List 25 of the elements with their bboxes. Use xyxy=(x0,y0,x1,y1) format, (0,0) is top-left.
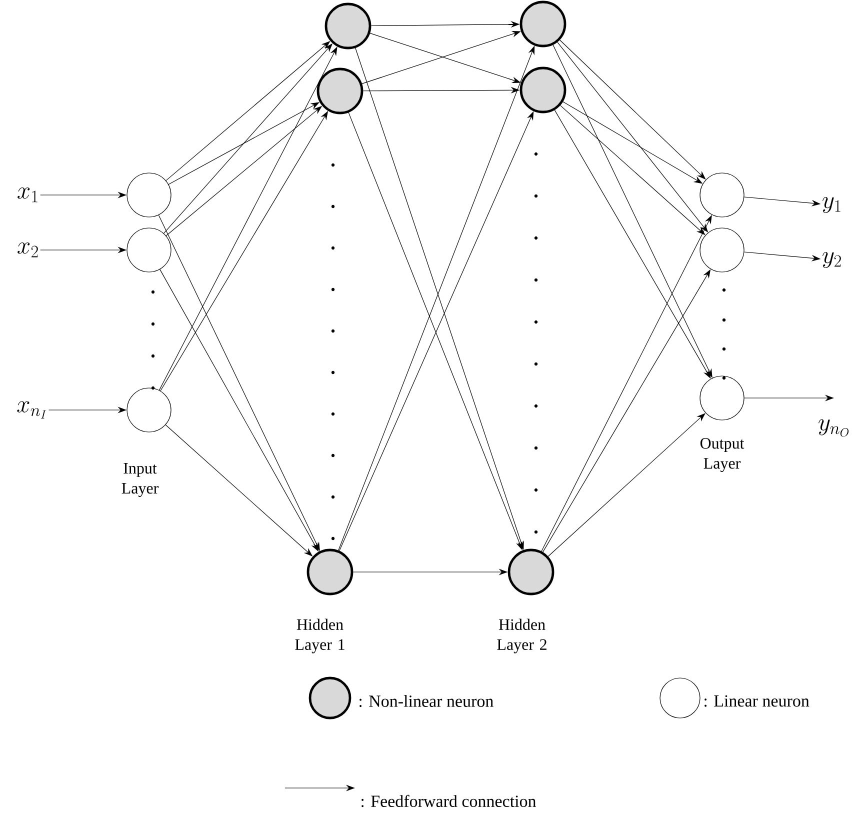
linear-neuron xyxy=(126,172,172,218)
legend-text: : Non-linear neuron xyxy=(360,694,494,707)
nonlinear-neuron xyxy=(316,68,364,114)
variable-label: $y_{1}$ xyxy=(822,196,840,213)
legend-text: : Feedforward connection xyxy=(362,794,536,808)
nonlinear-neuron xyxy=(508,548,554,596)
nonlinear-neuron xyxy=(324,2,372,50)
linear-neuron xyxy=(126,228,172,272)
variable-label: $x_{n_I}$ xyxy=(17,401,46,418)
linear-neuron xyxy=(700,172,744,218)
variable-label: $x_{1}$ xyxy=(18,188,38,202)
layer-label: Output Layer xyxy=(700,438,744,472)
layer-label: Hidden Layer 2 xyxy=(497,618,546,654)
layer-label: Input Layer xyxy=(122,463,159,497)
nonlinear-neuron xyxy=(306,548,354,596)
legend-text: : Linear neuron xyxy=(704,695,810,707)
linear-neuron xyxy=(126,388,172,432)
variable-label: $y_{n_O}$ xyxy=(818,419,849,437)
layer-label: Hidden Layer 1 xyxy=(295,618,344,654)
variable-label: $x_{2}$ xyxy=(18,242,38,258)
linear-neuron xyxy=(700,228,744,272)
nonlinear-neuron xyxy=(520,66,566,114)
variable-label: $y_{2}$ xyxy=(822,252,841,268)
linear-neuron xyxy=(700,376,744,420)
nonlinear-neuron xyxy=(520,0,566,48)
